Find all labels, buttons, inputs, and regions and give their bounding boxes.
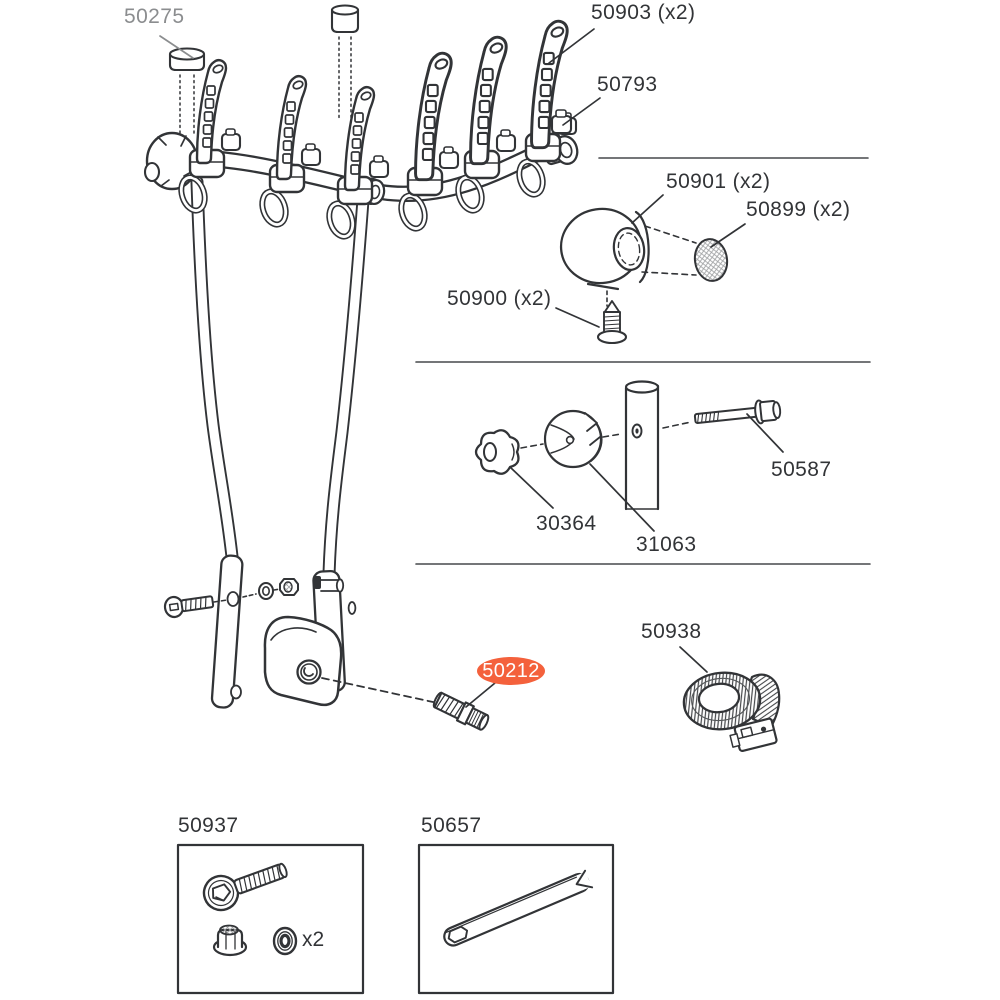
push-cap-icons [168,4,360,137]
strap-buckle-knob-icon [550,109,573,135]
part-label-50903[interactable]: 50903 (x2) [591,1,696,24]
kit-box-50937 [176,843,365,995]
part-label-50275[interactable]: 50275 [124,5,185,28]
part-label-50587[interactable]: 50587 [771,458,832,481]
part-label-50901[interactable]: 50901 (x2) [666,170,771,193]
hitch-bracket-illustration [163,554,434,709]
part-label-30364[interactable]: 30364 [536,512,597,535]
clamp-knob-parts [474,380,782,511]
part-label-50938[interactable]: 50938 [641,620,702,643]
anti-sway-knob-parts [559,207,729,345]
leader-lines [159,28,784,708]
part-label-50899[interactable]: 50899 (x2) [746,198,851,221]
strap-50938-icon [682,671,781,752]
kit-box-50657 [417,843,615,995]
hitch-bolt-50212-icon [432,691,490,731]
section-dividers [415,157,871,565]
washer-quantity-label: x2 [302,928,325,951]
rack-legs-illustration [190,175,370,581]
part-label-50793[interactable]: 50793 [597,73,658,96]
part-label-50657[interactable]: 50657 [421,814,482,837]
part-label-50937[interactable]: 50937 [178,814,239,837]
part-label-31063[interactable]: 31063 [636,533,697,556]
bracket-screw-icon [163,595,215,619]
part-label-50212-highlighted[interactable]: 50212 [477,657,545,685]
part-label-50900[interactable]: 50900 (x2) [447,287,552,310]
bar-end-knob-left-icon [143,131,199,191]
